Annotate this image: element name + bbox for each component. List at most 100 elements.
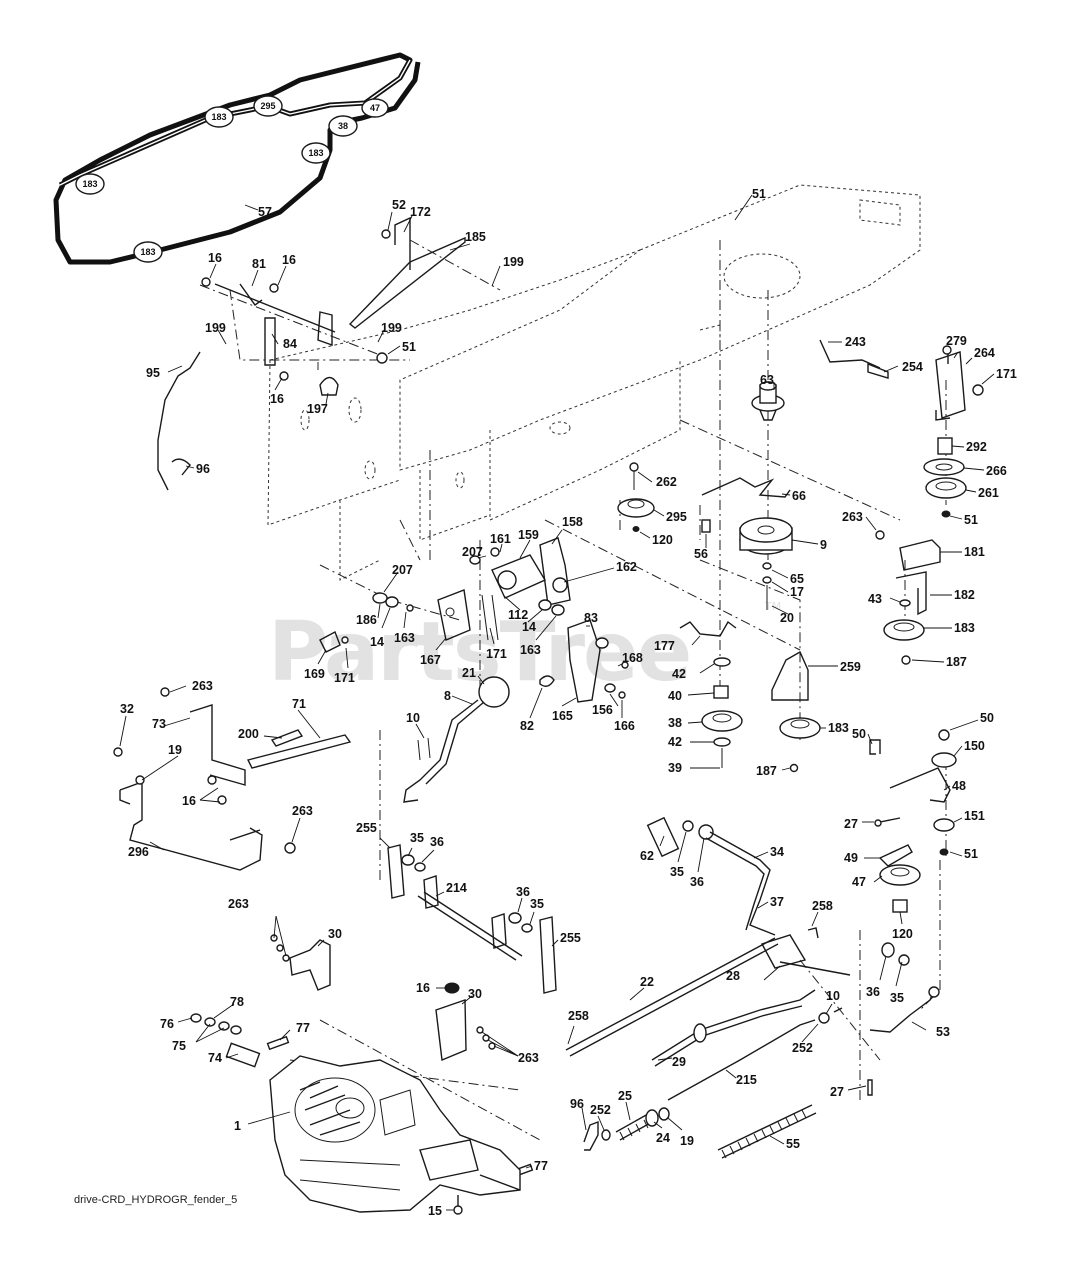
svg-text:183: 183	[211, 112, 226, 122]
callout: 169	[304, 667, 325, 681]
callout: 19	[680, 1134, 694, 1148]
belt-pulley: 295	[253, 95, 283, 117]
callout: 25	[618, 1089, 632, 1103]
callout: 261	[978, 486, 999, 500]
callout: 258	[812, 899, 833, 913]
callout: 166	[614, 719, 635, 733]
callout: 163	[520, 643, 541, 657]
callout: 36	[430, 835, 444, 849]
callout: 182	[954, 588, 975, 602]
callout: 47	[852, 875, 866, 889]
svg-text:183: 183	[140, 247, 155, 257]
callout: 20	[780, 611, 794, 625]
callout: 32	[120, 702, 134, 716]
belt-pulley: 47	[361, 98, 389, 118]
parts	[113, 216, 984, 1215]
callout: 266	[986, 464, 1007, 478]
belt-pulley: 38	[328, 115, 358, 137]
callout: 29	[672, 1055, 686, 1069]
callout: 120	[892, 927, 913, 941]
callout: 16	[182, 794, 196, 808]
leader-lines	[119, 194, 995, 1211]
callout: 56	[694, 547, 708, 561]
callout: 163	[394, 631, 415, 645]
callout: 82	[520, 719, 534, 733]
callout: 197	[307, 402, 328, 416]
callout: 21	[462, 666, 476, 680]
callout: 171	[996, 367, 1017, 381]
callout: 35	[670, 865, 684, 879]
callout: 112	[508, 608, 528, 622]
transaxle	[269, 1055, 521, 1213]
callout: 279	[946, 334, 967, 348]
callout: 16	[208, 251, 222, 265]
callout: 48	[952, 779, 966, 793]
callout: 66	[792, 489, 806, 503]
callouts: 57 52 172 185 199 16 81 16 199 51 84 199…	[120, 187, 1017, 1218]
belt-pulley: 183	[133, 241, 163, 263]
callout: 42	[672, 667, 686, 681]
callout: 30	[328, 927, 342, 941]
callout: 36	[866, 985, 880, 999]
callout: 187	[756, 764, 777, 778]
callout: 10	[826, 989, 840, 1003]
callout: 27	[844, 817, 858, 831]
callout: 51	[402, 340, 416, 354]
callout: 16	[416, 981, 430, 995]
callout: 9	[820, 538, 827, 552]
belt-pulley: 183	[204, 106, 234, 128]
callout: 96	[196, 462, 210, 476]
callout: 37	[770, 895, 784, 909]
callout: 63	[760, 373, 774, 387]
callout: 50	[852, 727, 866, 741]
callout: 34	[770, 845, 784, 859]
callout: 199	[205, 321, 226, 335]
callout: 53	[936, 1025, 950, 1039]
callout: 295	[666, 510, 687, 524]
callout: 162	[616, 560, 637, 574]
callout: 52	[392, 198, 406, 212]
callout: 1	[234, 1119, 241, 1133]
callout: 263	[228, 897, 249, 911]
callout: 19	[168, 743, 182, 757]
callout: 81	[252, 257, 266, 271]
belt-pulley: 183	[75, 173, 105, 195]
callout: 214	[446, 881, 467, 895]
callout: 76	[160, 1017, 174, 1031]
callout: 74	[208, 1051, 222, 1065]
callout: 171	[334, 671, 355, 685]
callout: 264	[974, 346, 995, 360]
callout: 171	[486, 647, 507, 661]
callout: 36	[690, 875, 704, 889]
callout: 27	[830, 1085, 844, 1099]
callout: 73	[152, 717, 166, 731]
callout: 49	[844, 851, 858, 865]
callout: 151	[964, 809, 985, 823]
callout: 40	[668, 689, 682, 703]
svg-text:183: 183	[308, 148, 323, 158]
callout: 159	[518, 528, 539, 542]
callout: 207	[462, 545, 483, 559]
callout: 65	[790, 572, 804, 586]
callout: 78	[230, 995, 244, 1009]
diagram-caption: drive-CRD_HYDROGR_fender_5	[74, 1194, 237, 1206]
drive-belt	[53, 52, 421, 265]
callout: 156	[592, 703, 613, 717]
callout: 215	[736, 1073, 757, 1087]
callout: 255	[356, 821, 377, 835]
callout: 30	[468, 987, 482, 1001]
callout: 57	[258, 205, 272, 219]
callout: 199	[381, 321, 402, 335]
callout: 150	[964, 739, 985, 753]
svg-text:38: 38	[338, 121, 348, 131]
callout: 258	[568, 1009, 589, 1023]
callout: 36	[516, 885, 530, 899]
callout: 51	[752, 187, 766, 201]
callout: 84	[283, 337, 297, 351]
callout: 120	[652, 533, 673, 547]
callout: 51	[964, 847, 978, 861]
callout: 77	[296, 1021, 310, 1035]
callout: 38	[668, 716, 682, 730]
callout: 83	[584, 611, 598, 625]
